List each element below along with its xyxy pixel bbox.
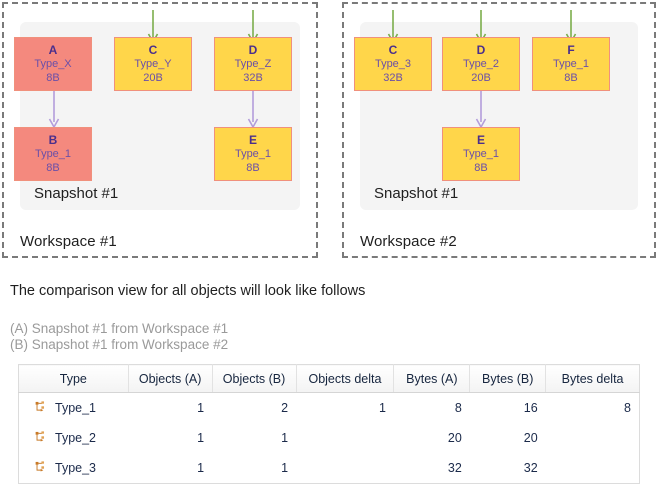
- object-box-d[interactable]: D Type_Z 32B: [214, 37, 292, 91]
- object-type: Type_1: [234, 148, 272, 161]
- object-type: Type_2: [462, 58, 500, 71]
- table-row[interactable]: Type_2 1 1 20 20: [19, 423, 640, 453]
- cell-bytes-a: 8: [454, 401, 462, 415]
- column-header-objects-delta[interactable]: Objects delta: [296, 364, 395, 393]
- object-size: 8B: [564, 72, 578, 85]
- object-size: 8B: [46, 72, 60, 85]
- cell-bytes-a: 32: [447, 461, 462, 475]
- arrow-purple-d2-to-e2: [474, 91, 488, 129]
- column-header-objects-b[interactable]: Objects (B): [212, 364, 297, 393]
- snapshot-label: Snapshot #1: [374, 185, 459, 202]
- object-box-b[interactable]: B Type_1 8B: [14, 127, 92, 181]
- column-header-objects-a[interactable]: Objects (A): [128, 364, 213, 393]
- comparison-caption: The comparison view for all objects will…: [10, 283, 366, 299]
- object-box-e[interactable]: E Type_1 8B: [214, 127, 292, 181]
- object-name: C: [148, 42, 158, 57]
- object-type: Type_1: [462, 148, 500, 161]
- object-type: Type_Z: [234, 58, 272, 71]
- object-size: 8B: [474, 162, 488, 175]
- object-name: D: [248, 42, 258, 57]
- object-size: 8B: [246, 162, 260, 175]
- object-type: Type_1: [34, 148, 72, 161]
- cell-objects-a: 1: [197, 461, 205, 475]
- table-row[interactable]: Type_3 1 1 32 32: [19, 453, 640, 484]
- object-box-a[interactable]: A Type_X 8B: [14, 37, 92, 91]
- snapshot-label: Snapshot #1: [34, 185, 119, 202]
- object-type: Type_1: [552, 58, 590, 71]
- type-label: Type_3: [55, 461, 97, 475]
- object-type: Type_X: [34, 58, 72, 71]
- object-name: E: [248, 132, 257, 147]
- object-name: E: [476, 132, 485, 147]
- cell-bytes-delta: 8: [624, 401, 631, 415]
- object-size: 32B: [243, 72, 263, 85]
- class-icon: [33, 430, 47, 447]
- object-name: A: [48, 42, 58, 57]
- cell-type: Type_1: [19, 393, 129, 424]
- column-header-bytes-b[interactable]: Bytes (B): [469, 364, 547, 393]
- cell-type: Type_2: [19, 423, 129, 453]
- workspace-label: Workspace #1: [20, 233, 117, 250]
- object-name: F: [567, 42, 575, 57]
- workspace-label: Workspace #2: [360, 233, 457, 250]
- cell-objects-delta: [296, 423, 394, 453]
- cell-bytes-b: 16: [523, 401, 538, 415]
- object-type: Type_Y: [134, 58, 172, 71]
- snapshot-panel-2: C Type_3 32B D Type_2 20B F Type_1 8B E …: [354, 10, 638, 210]
- object-type: Type_3: [374, 58, 412, 71]
- column-header-bytes-delta[interactable]: Bytes delta: [545, 364, 640, 393]
- object-box-e2[interactable]: E Type_1 8B: [442, 127, 520, 181]
- object-size: 32B: [383, 72, 403, 85]
- object-box-f2[interactable]: F Type_1 8B: [532, 37, 610, 91]
- comparison-table: Type Objects (A) Objects (B) Objects del…: [18, 364, 640, 484]
- cell-objects-b: 1: [281, 431, 289, 445]
- cell-bytes-delta: [546, 423, 640, 453]
- object-size: 20B: [143, 72, 163, 85]
- legend-line-b: (B) Snapshot #1 from Workspace #2: [10, 337, 229, 352]
- object-size: 8B: [46, 162, 60, 175]
- legend-line-a: (A) Snapshot #1 from Workspace #1: [10, 321, 229, 336]
- snapshot-panel-1: A Type_X 8B C Type_Y 20B D Type_Z 32B B …: [14, 10, 300, 210]
- arrow-purple-d-to-e: [246, 91, 260, 129]
- cell-objects-b: 2: [281, 401, 289, 415]
- cell-objects-delta: [296, 453, 394, 484]
- table-header-row: Type Objects (A) Objects (B) Objects del…: [18, 364, 640, 393]
- column-header-type[interactable]: Type: [18, 364, 129, 393]
- type-label: Type_2: [55, 431, 97, 445]
- class-icon: [33, 460, 47, 477]
- cell-objects-a: 1: [197, 431, 205, 445]
- arrow-purple-a-to-b: [47, 91, 61, 129]
- object-box-d2[interactable]: D Type_2 20B: [442, 37, 520, 91]
- object-box-c2[interactable]: C Type_3 32B: [354, 37, 432, 91]
- workspace-panel-2: C Type_3 32B D Type_2 20B F Type_1 8B E …: [342, 2, 656, 258]
- cell-bytes-b: 32: [523, 461, 538, 475]
- cell-type: Type_3: [19, 453, 129, 484]
- object-name: D: [476, 42, 486, 57]
- cell-bytes-delta: [546, 453, 640, 484]
- object-box-c[interactable]: C Type_Y 20B: [114, 37, 192, 91]
- column-header-bytes-a[interactable]: Bytes (A): [393, 364, 471, 393]
- object-name: B: [48, 132, 58, 147]
- object-name: C: [388, 42, 398, 57]
- cell-objects-a: 1: [197, 401, 205, 415]
- class-icon: [33, 400, 47, 417]
- cell-objects-b: 1: [281, 461, 289, 475]
- type-label: Type_1: [55, 401, 97, 415]
- cell-objects-delta: 1: [378, 401, 386, 415]
- object-size: 20B: [471, 72, 491, 85]
- cell-bytes-a: 20: [447, 431, 462, 445]
- table-row[interactable]: Type_1 1 2 1 8 16 8: [19, 393, 640, 424]
- cell-bytes-b: 20: [523, 431, 538, 445]
- workspace-panel-1: A Type_X 8B C Type_Y 20B D Type_Z 32B B …: [2, 2, 318, 258]
